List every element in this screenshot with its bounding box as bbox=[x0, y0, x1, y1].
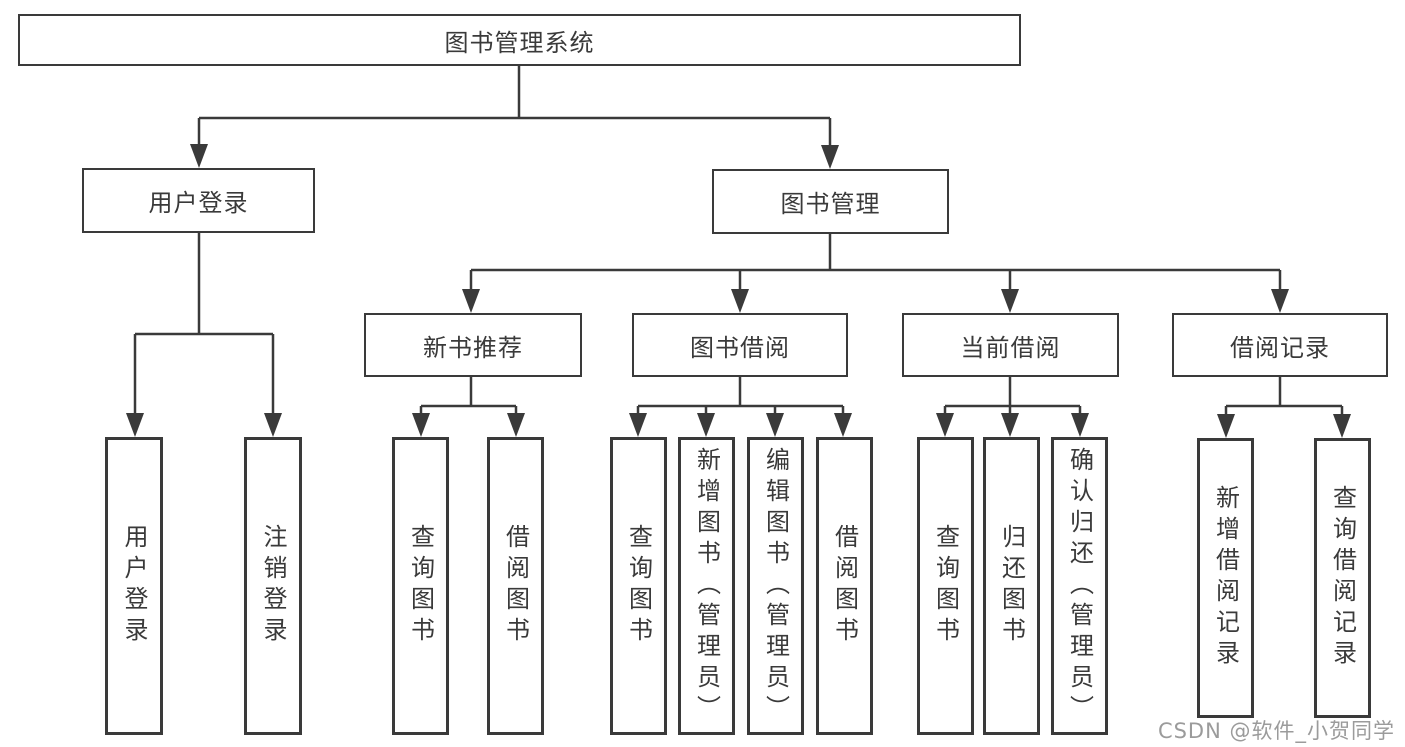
leaf-confirm-return-admin: 确认归还（管理员） bbox=[1051, 437, 1108, 735]
leaf-borrow-books: 借阅图书 bbox=[816, 437, 873, 735]
leaf-recommend-borrow-books: 借阅图书 bbox=[487, 437, 544, 735]
node-book-management: 图书管理 bbox=[712, 169, 949, 234]
leaf-return-books: 归还图书 bbox=[983, 437, 1040, 735]
node-new-book-recommend: 新书推荐 bbox=[364, 313, 582, 377]
node-user-login: 用户登录 bbox=[82, 168, 315, 233]
leaf-logout: 注销登录 bbox=[244, 437, 302, 735]
node-current-borrow: 当前借阅 bbox=[902, 313, 1119, 377]
node-book-borrow: 图书借阅 bbox=[632, 313, 848, 377]
tree-edges bbox=[133, 66, 1344, 418]
leaf-edit-books-admin: 编辑图书（管理员） bbox=[747, 437, 804, 735]
leaf-user-login: 用户登录 bbox=[105, 437, 163, 735]
leaf-add-borrow-record: 新增借阅记录 bbox=[1197, 438, 1254, 718]
leaf-add-books-admin: 新增图书（管理员） bbox=[678, 437, 735, 735]
leaf-recommend-query-books: 查询图书 bbox=[392, 437, 449, 735]
watermark: CSDN @软件_小贺同学 bbox=[1157, 719, 1395, 743]
leaf-borrow-query-books: 查询图书 bbox=[610, 437, 667, 735]
node-borrow-records: 借阅记录 bbox=[1172, 313, 1388, 377]
node-root: 图书管理系统 bbox=[18, 14, 1021, 66]
leaf-query-borrow-record: 查询借阅记录 bbox=[1314, 438, 1371, 718]
leaf-current-query-books: 查询图书 bbox=[917, 437, 974, 735]
arrowheads bbox=[126, 144, 1351, 438]
